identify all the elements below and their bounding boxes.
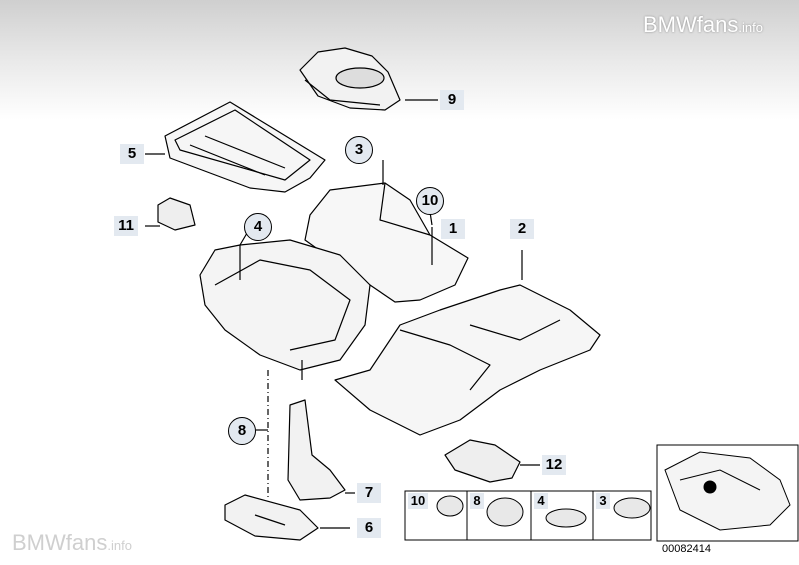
part-11 <box>145 197 196 231</box>
callout-8: 8 <box>228 417 256 445</box>
callout-2: 2 <box>510 219 534 239</box>
part-5-tray <box>145 101 326 193</box>
part-7-bracket <box>287 399 355 501</box>
callout-11: 11 <box>114 216 138 236</box>
legend-8: 8 <box>470 493 484 509</box>
car-inset <box>656 444 799 542</box>
legend-3: 3 <box>596 493 610 509</box>
callout-1: 1 <box>441 219 465 239</box>
callout-5: 5 <box>120 144 144 164</box>
diagram-number: 00082414 <box>662 543 711 555</box>
callout-6: 6 <box>357 518 381 538</box>
legend-10: 10 <box>408 493 428 509</box>
callout-4: 4 <box>244 213 272 241</box>
fastener-legend <box>404 490 652 541</box>
callout-10: 10 <box>416 187 444 215</box>
callout-9: 9 <box>440 90 464 110</box>
callout-3: 3 <box>345 136 373 164</box>
watermark-top: BMWfans.info <box>643 12 763 37</box>
part-9-cover <box>299 47 438 111</box>
part-4-floor <box>199 239 371 380</box>
legend-4: 4 <box>534 493 548 509</box>
part-6 <box>224 494 350 541</box>
part-2-floor <box>334 250 601 436</box>
callout-7: 7 <box>357 483 381 503</box>
watermark-bottom: BMWfans.info <box>12 530 132 555</box>
part-12 <box>444 439 540 483</box>
callout-12: 12 <box>542 455 566 475</box>
